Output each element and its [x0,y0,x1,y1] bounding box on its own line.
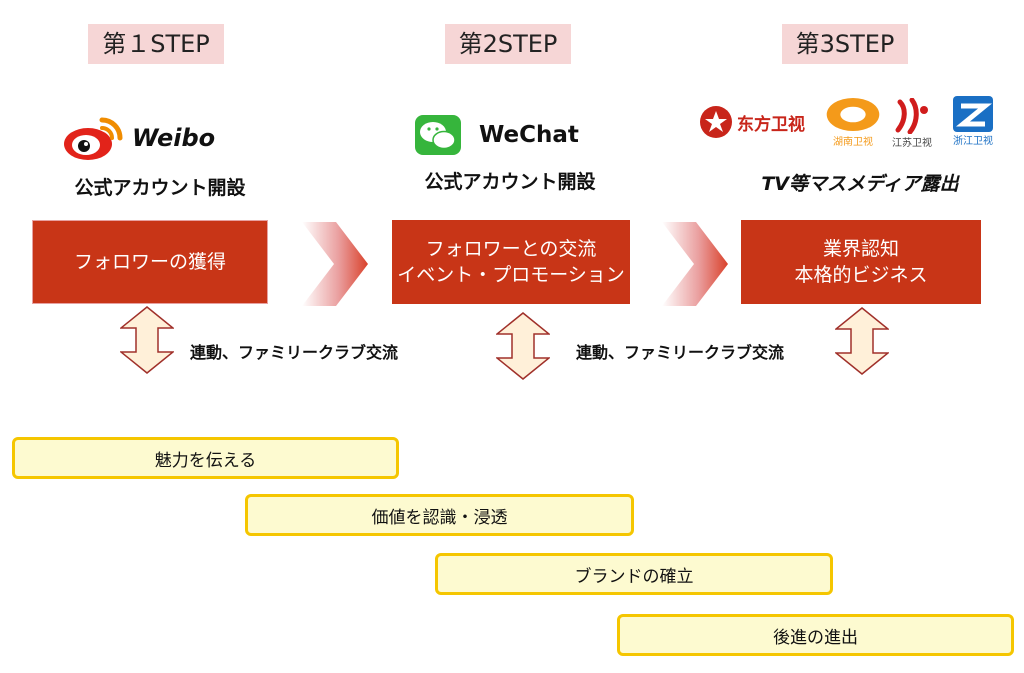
phase-bar-2: 価値を認識・浸透 [245,494,634,536]
step-1-label: 第１STEP [88,24,224,64]
hunan-tv-logo: 湖南卫视 [824,96,882,148]
wechat-brand: WeChat [415,113,595,157]
phase-bar-4: 後進の進出 [617,614,1014,656]
jiangsu-tv-logo: 江苏卫视 [886,98,938,150]
step-2-to-3-arrow [662,222,728,306]
step-2-subtitle: 公式アカウント開設 [424,171,596,193]
zhejiang-tv-text: 浙江卫视 [953,136,993,147]
step-3-box: 業界認知 本格的ビジネス [741,220,981,304]
step-2-box-line-1: フォロワーとの交流 [425,238,597,260]
phase-bar-1: 魅力を伝える [12,437,399,479]
step-1-box: フォロワーの獲得 [32,220,268,304]
zhejiang-tv-icon [953,96,993,132]
wechat-icon [415,115,461,155]
step-2-label: 第2STEP [445,24,571,64]
phase-bar-3: ブランドの確立 [435,553,833,595]
jiangsu-tv-text: 江苏卫视 [892,138,932,149]
up-down-arrow-icon [835,307,889,375]
weibo-brand: Weibo [62,113,232,163]
step-3-box-line-2: 本格的ビジネス [794,264,928,286]
up-down-arrow-icon [496,312,550,380]
jiangsu-tv-icon [895,98,928,134]
step-1-box-line-1: フォロワーの獲得 [73,251,226,273]
wechat-brand-name: WeChat [479,122,579,148]
weibo-icon [64,117,123,160]
zhejiang-tv-logo: 浙江卫视 [948,96,998,150]
dragon-tv-icon [700,106,732,138]
step-2-box-line-2: イベント・プロモーション [397,264,625,286]
step-3-label: 第3STEP [782,24,908,64]
link-label-1: 連動、ファミリークラブ交流 [190,343,399,362]
hunan-tv-icon [826,97,880,132]
step-3-box-line-1: 業界認知 [822,238,899,260]
step-1-to-2-arrow [302,222,368,306]
step-2-box: フォロワーとの交流 イベント・プロモーション [392,220,630,304]
up-down-arrow-icon [120,306,174,374]
link-label-2: 連動、ファミリークラブ交流 [576,343,785,362]
weibo-brand-name: Weibo [132,124,216,152]
dragon-tv-text: 东方卫视 [737,114,805,135]
step-3-subtitle: TV等マスメディア露出 [761,173,959,195]
step-1-subtitle: 公式アカウント開設 [74,177,246,199]
dragon-tv-logo: 东方卫视 [692,100,812,144]
hunan-tv-text: 湖南卫视 [833,137,873,148]
